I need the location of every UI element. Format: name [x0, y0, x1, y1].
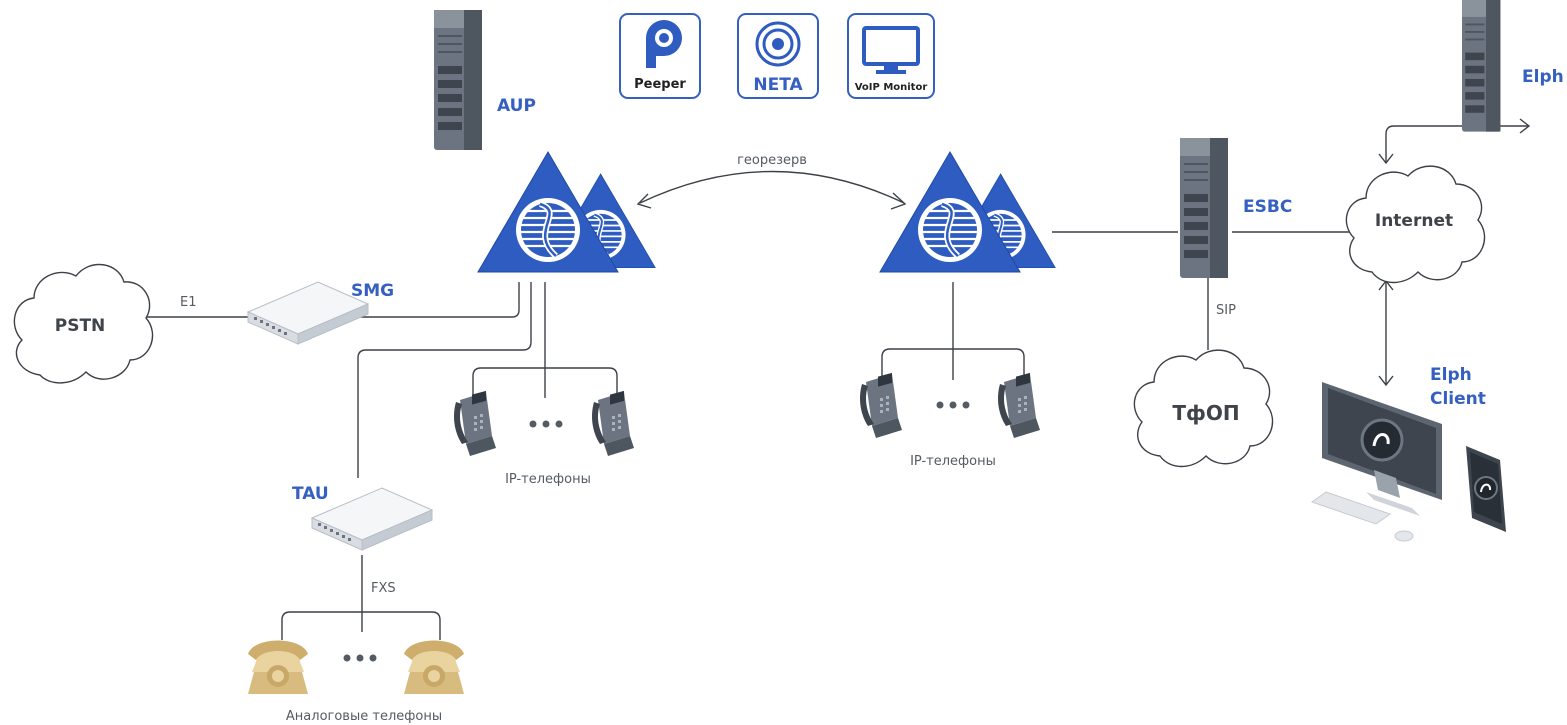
elph-client-label-line2: Client: [1430, 389, 1486, 409]
ip-phones-left-label: IP-телефоны: [505, 472, 591, 487]
tfop-label: ТфОП: [1172, 401, 1239, 425]
ip-phone-icon: [860, 372, 902, 438]
tau-device-icon: [311, 487, 433, 551]
neta-label: NETA: [753, 75, 803, 95]
esbc-label: ESBC: [1243, 197, 1292, 217]
elph-client-phone-icon: [1466, 446, 1506, 532]
elph-client-label-line1: Elph: [1430, 365, 1472, 385]
analog-phones-label: Аналоговые телефоны: [286, 709, 442, 724]
smg-label: SMG: [351, 281, 394, 301]
aup-server-icon: [433, 9, 483, 151]
monitor-icon: [862, 26, 920, 74]
voip-monitor-label: VoIP Monitor: [855, 82, 928, 93]
elph-client-desktop-icon: [1310, 382, 1442, 542]
elph-label: Elph: [1522, 67, 1564, 87]
smg-device-icon: [247, 281, 369, 345]
e1-label: E1: [180, 295, 197, 310]
internet-label: Internet: [1375, 211, 1453, 231]
ip-phones-right-label: IP-телефоны: [910, 454, 996, 469]
sip-label: SIP: [1216, 303, 1236, 318]
tfop-cloud: [1133, 349, 1274, 468]
fxs-label: FXS: [371, 581, 396, 596]
ip-phone-icon: [454, 390, 496, 456]
georeserve-label: георезерв: [737, 153, 807, 168]
elph-server-icon: [1461, 0, 1502, 133]
peeper-logo: Peeper: [619, 13, 701, 99]
internet-cloud: [1345, 165, 1486, 284]
voip-monitor-logo: VoIP Monitor: [847, 13, 935, 99]
pstn-cloud: [13, 263, 154, 384]
ip-phone-icon: [998, 372, 1040, 438]
ip-phone-icon: [592, 390, 634, 456]
tau-label: TAU: [292, 484, 329, 504]
more-phones-dots: [343, 401, 970, 662]
aup-label: AUP: [497, 96, 536, 116]
analog-phone-icon: [404, 640, 464, 694]
peeper-label: Peeper: [634, 77, 686, 92]
neta-logo: NETA: [737, 13, 819, 99]
esbc-server-icon: [1179, 137, 1229, 279]
pstn-label: PSTN: [55, 316, 106, 336]
analog-phone-icon: [248, 640, 308, 694]
neta-icon: [755, 21, 801, 67]
